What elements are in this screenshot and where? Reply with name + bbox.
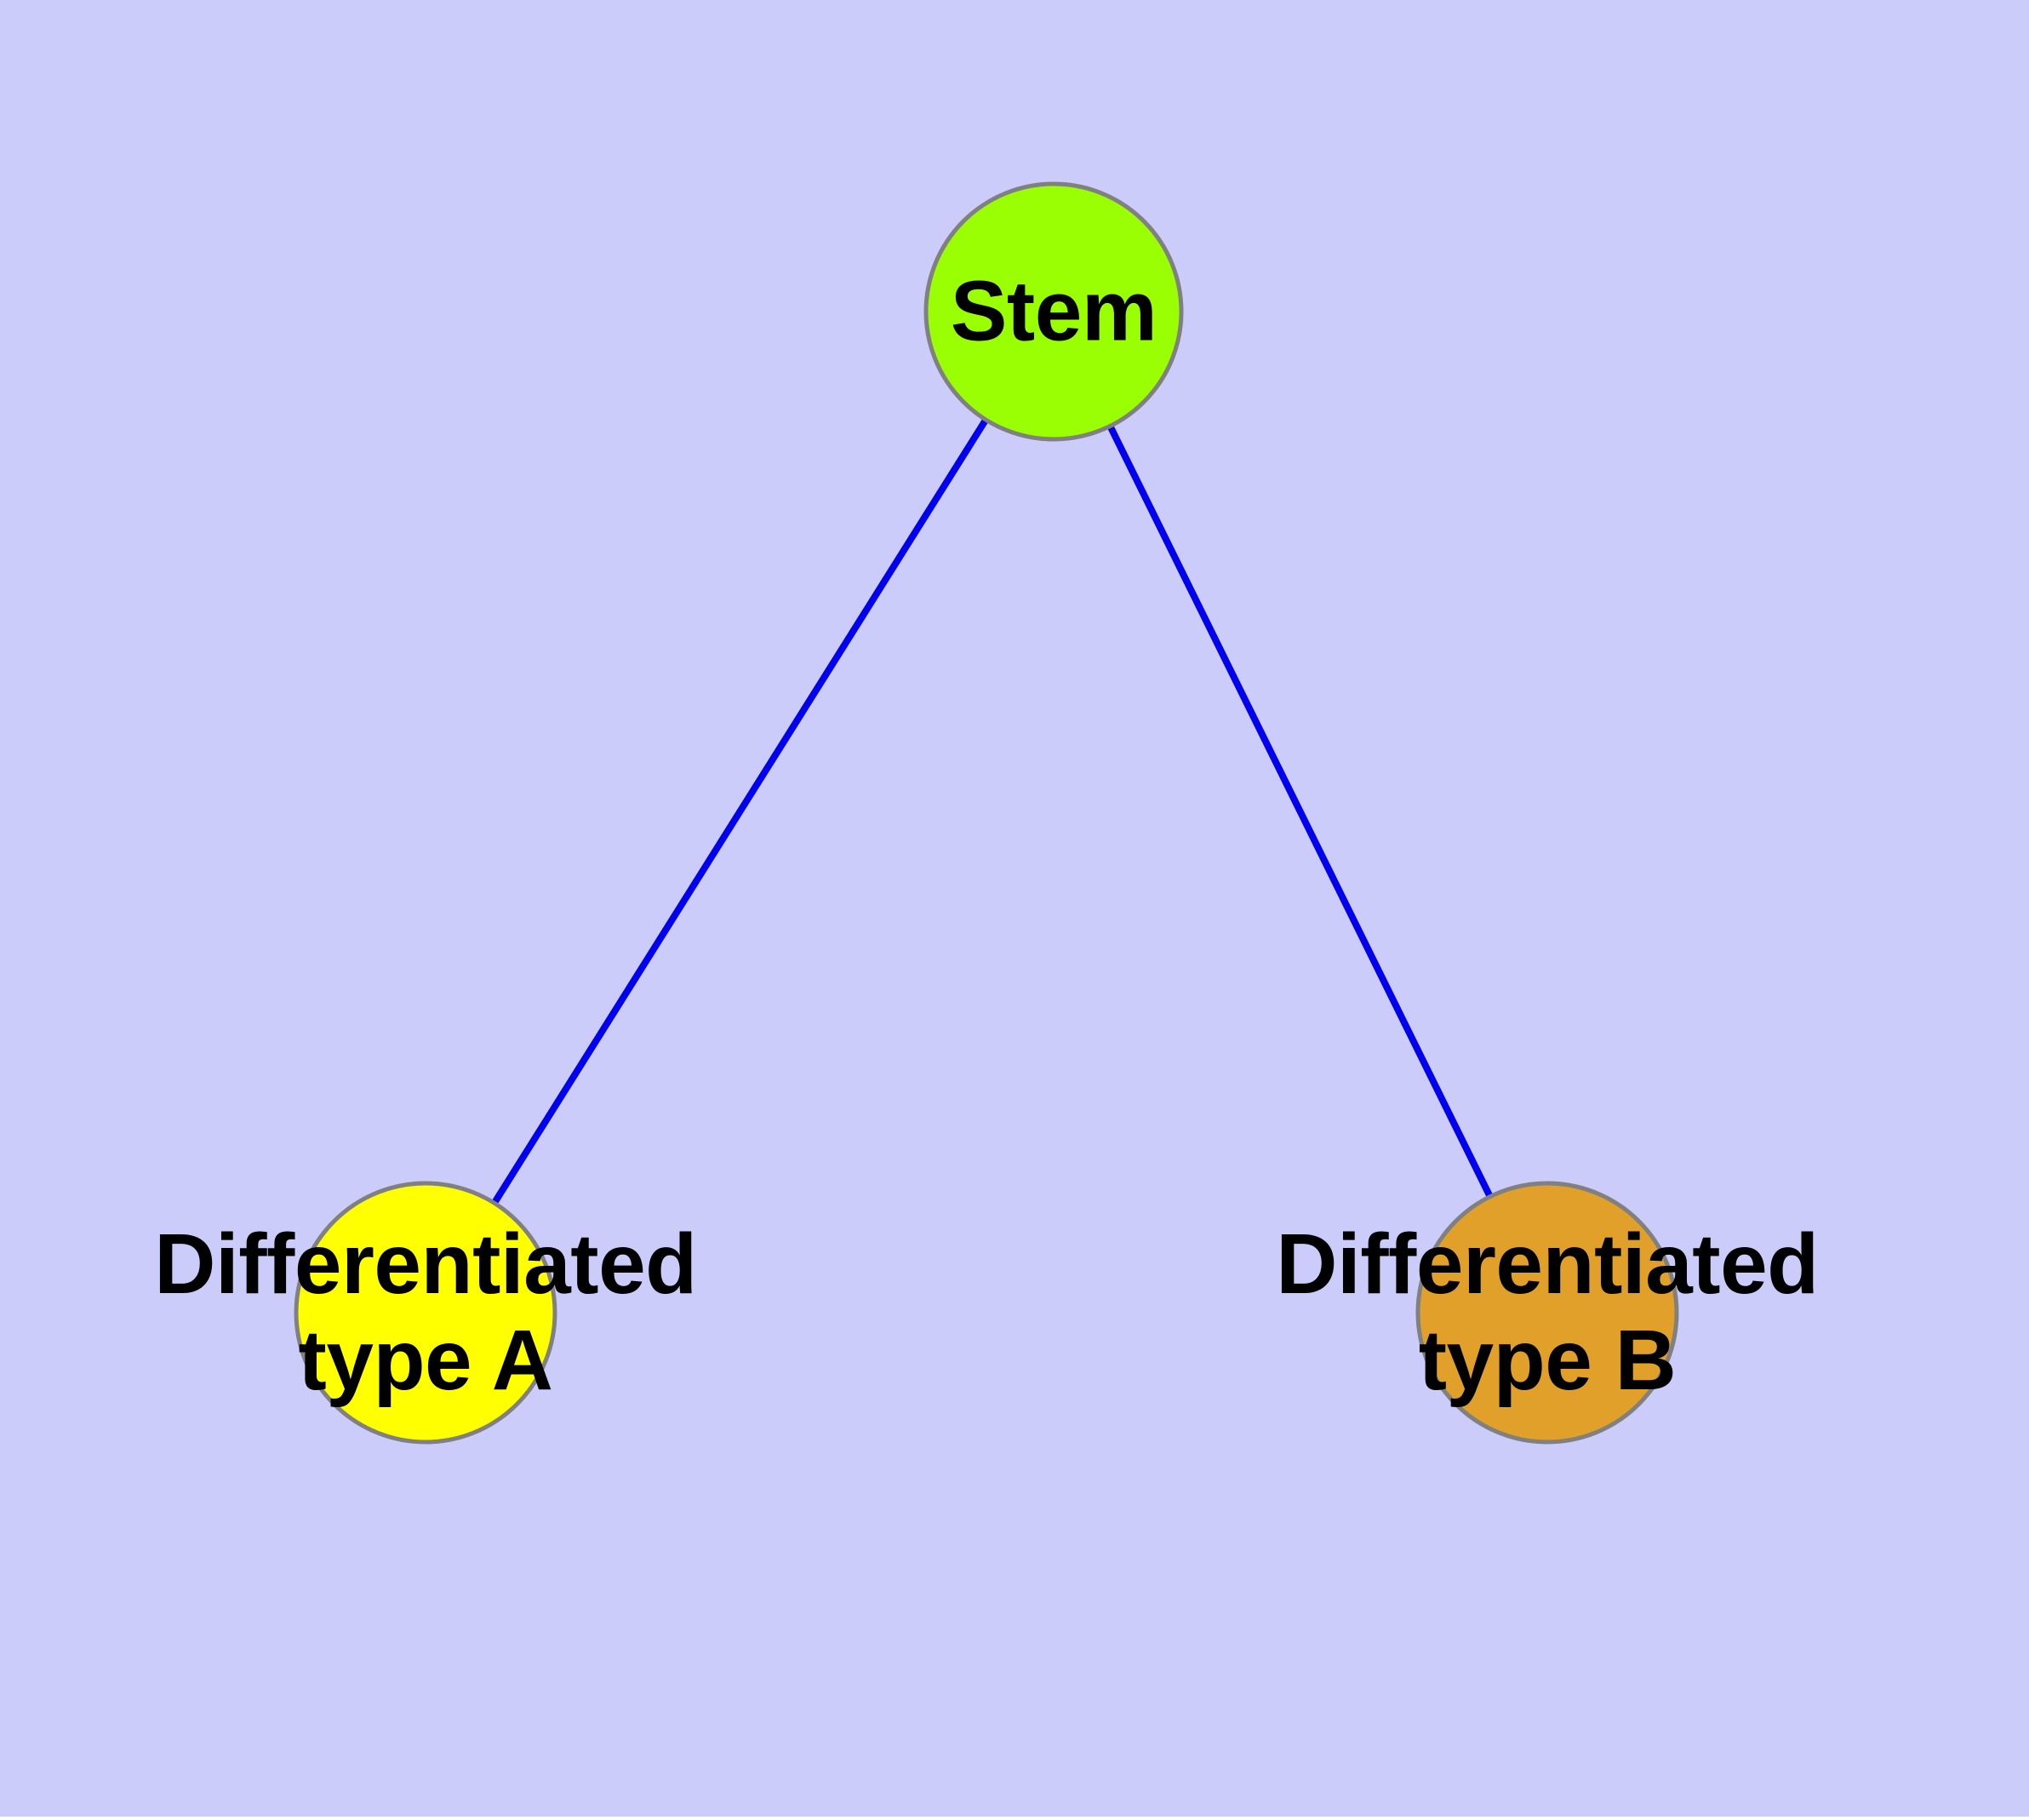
edge-layer (422, 309, 1551, 1315)
graph-node-diff_b[interactable] (1415, 1181, 1679, 1445)
node-layer (294, 181, 1679, 1445)
graph-edge-stem-to-diff-b[interactable] (1050, 310, 1551, 1314)
graph-node-diff_a[interactable] (294, 1181, 557, 1445)
graph-node-stem[interactable] (923, 181, 1184, 442)
graph-edge-stem-to-diff-a[interactable] (422, 309, 1057, 1315)
